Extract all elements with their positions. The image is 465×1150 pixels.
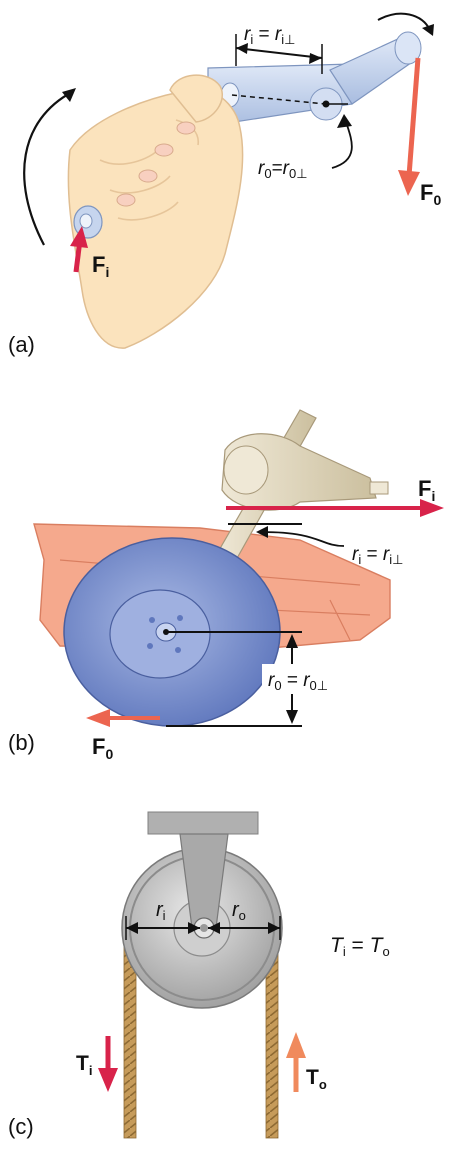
tension-Ti-label: Ti	[76, 1052, 92, 1078]
finger-creases	[99, 119, 200, 221]
tension-To-label: To	[306, 1066, 327, 1092]
crank-handle-end	[394, 31, 422, 65]
ri-equation-b: ri = ri⊥	[352, 544, 403, 567]
force-Fi-label-a: Fi	[92, 252, 109, 280]
panel-c: ri ro Ti = To Ti To (c)	[8, 811, 390, 1139]
force-Fo-label-a: F0	[420, 180, 441, 208]
ri-equation-a: ri = ri⊥	[244, 24, 295, 47]
hand	[67, 74, 244, 349]
rotation-arc-left	[23, 91, 73, 246]
crank-knob-inner	[79, 213, 93, 229]
panel-label-c: (c)	[8, 1114, 34, 1139]
strut-tip	[369, 481, 389, 495]
panel-label-a: (a)	[8, 332, 35, 357]
panel-label-b: (b)	[8, 730, 35, 755]
pulley-mount-plate	[147, 811, 259, 835]
ri-label-c: ri	[156, 899, 166, 923]
force-Fi-label-b: Fi	[418, 476, 435, 504]
panel-a: ri = ri⊥ r0=r0⊥ F0 Fi (a)	[8, 12, 441, 357]
ro-label-c: ro	[232, 899, 246, 923]
fingernail-4	[116, 193, 136, 207]
fingernail-2	[154, 143, 174, 157]
radius-dashed-line	[231, 94, 327, 105]
force-Fo-arrow-a	[406, 57, 421, 177]
ro-leader-line	[331, 121, 353, 169]
crank-assembly	[207, 31, 422, 127]
strut-hub	[223, 445, 269, 495]
rotation-arrowhead-left	[62, 88, 76, 102]
tension-equation: Ti = To	[330, 934, 390, 959]
force-Fo-label-b: F0	[92, 734, 113, 762]
hand-thumb	[169, 74, 223, 123]
ro-equation-a: r0=r0⊥	[258, 158, 308, 181]
fingernail-3	[138, 169, 158, 183]
ro-equation-b: r0 = r0⊥	[268, 670, 328, 693]
rotation-arc-right	[377, 12, 431, 31]
ri-dimension-arrow	[235, 47, 323, 59]
ri-leader-line	[261, 531, 345, 547]
panel-b: Fi ri = ri⊥ r0 = r0⊥ F0 (b)	[8, 409, 444, 762]
fingernail-1	[176, 121, 196, 135]
